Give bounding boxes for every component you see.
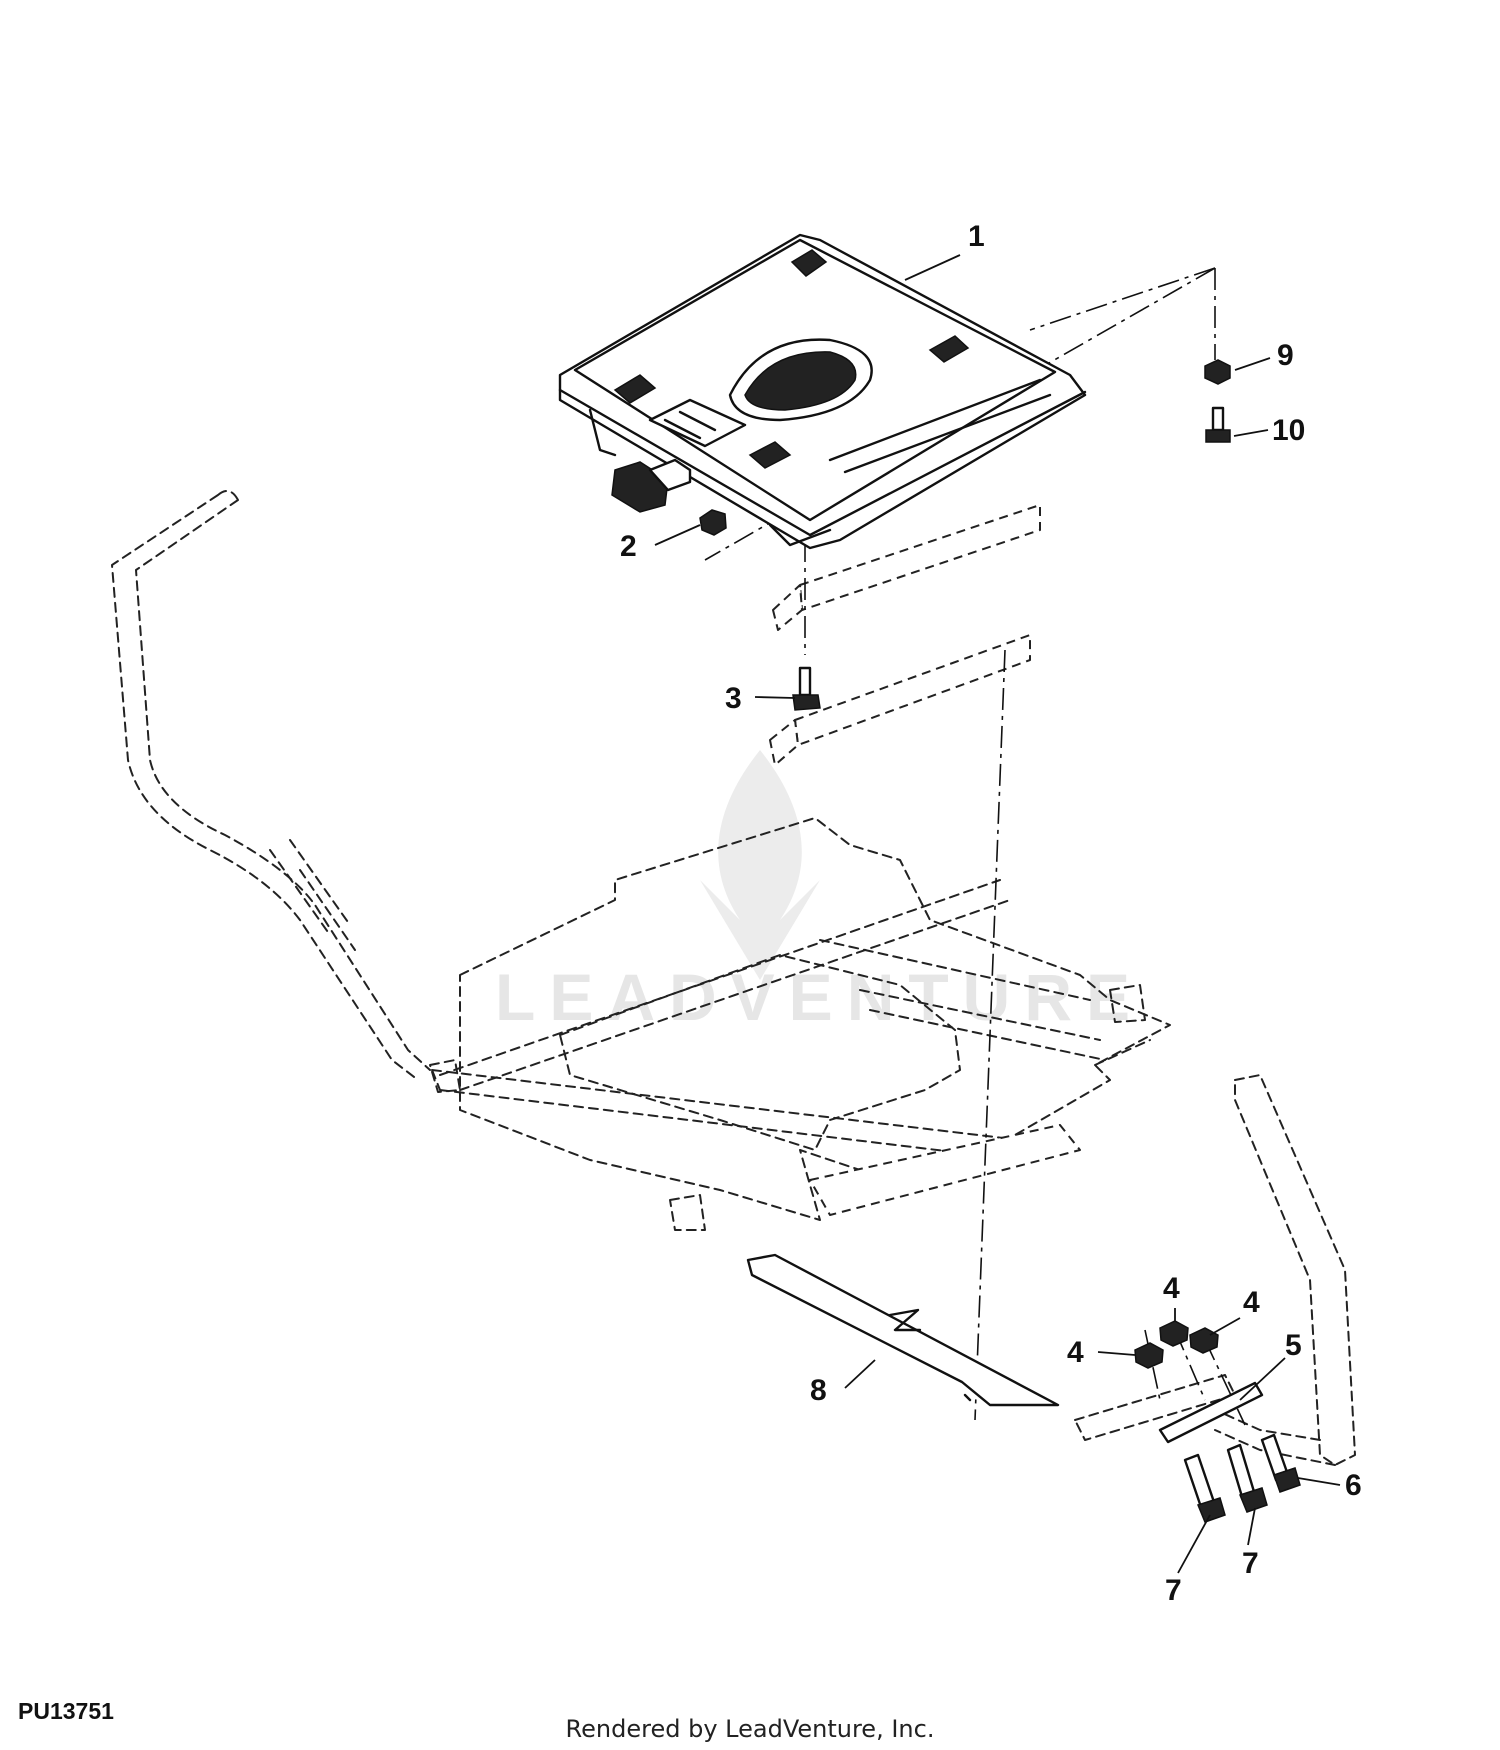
right-handle-lower <box>1214 1411 1336 1466</box>
seat-plate-tab-front <box>768 523 832 547</box>
frame-right-rail <box>819 939 1151 1066</box>
callout-4-left: 4 <box>1067 1336 1084 1369</box>
callout-6: 6 <box>1345 1469 1362 1502</box>
seat-plate <box>558 233 1087 550</box>
seat-plate-slot-front <box>748 441 792 469</box>
seat-plate-slot-right <box>928 335 970 363</box>
frame-pivot-rear <box>669 1194 706 1231</box>
footer-credit: Rendered by LeadVenture, Inc. <box>565 1715 935 1743</box>
watermark: LEADVENTURE <box>495 750 1144 1034</box>
part-3-bolt <box>792 666 821 711</box>
diagram-id-code: PU13751 <box>18 1698 114 1724</box>
seat-rail-lower <box>794 634 1031 746</box>
frame-pivot-left <box>429 1059 461 1093</box>
seat-platform-inner <box>559 954 961 1151</box>
seat-rail-upper-front <box>772 584 803 631</box>
callout-7-left: 7 <box>1165 1574 1182 1607</box>
seat-plate-slot-rear <box>790 249 828 277</box>
part-4-nut-b <box>1159 1320 1189 1347</box>
part-7-bolt-right-head <box>1238 1487 1268 1513</box>
watermark-logo-icon <box>700 750 820 980</box>
callout-9: 9 <box>1277 339 1294 372</box>
callout-10: 10 <box>1272 414 1305 447</box>
phantom-frame <box>111 490 1356 1466</box>
left-handle-tube <box>111 490 431 1081</box>
part-5-bar <box>1158 1381 1264 1444</box>
latch-bracket <box>1074 1374 1236 1441</box>
seat-plate-center-grill <box>744 351 857 411</box>
frame-pivot-right <box>1109 984 1146 1023</box>
callout-4-right: 4 <box>1243 1286 1260 1319</box>
seat-adjust-shaft <box>648 458 692 492</box>
seat-plate-side-rail <box>828 378 1052 474</box>
part-8-plate <box>746 1253 1060 1407</box>
callout-4-middle: 4 <box>1163 1272 1180 1305</box>
assembly-centerlines <box>704 267 1246 1426</box>
watermark-text: LEADVENTURE <box>495 960 1144 1034</box>
seat-plate-edge <box>558 388 1087 537</box>
callout-7-right: 7 <box>1242 1547 1259 1580</box>
leader-lines <box>654 254 1341 1574</box>
part-7-bolt-left-head <box>1196 1497 1226 1523</box>
seat-rail-upper <box>799 504 1041 611</box>
frame-cross-rail <box>439 879 1011 1091</box>
part-4-nuts <box>1134 1320 1219 1369</box>
callout-2: 2 <box>620 530 637 563</box>
part-4-nut-a <box>1134 1342 1164 1369</box>
part-6-7-bolts <box>1183 1433 1301 1523</box>
frame-right-rear <box>809 1124 1081 1216</box>
callout-3: 3 <box>725 682 742 715</box>
part-6-bolt-head <box>1273 1467 1301 1493</box>
callout-1: 1 <box>968 220 985 253</box>
seat-rail-lower-front <box>769 719 799 766</box>
callout-5: 5 <box>1285 1329 1302 1362</box>
frame-rear-rail <box>431 1069 1021 1161</box>
left-handle-grip <box>269 839 356 951</box>
seat-plate-tab-left <box>588 408 617 457</box>
part-4-nut-c <box>1189 1327 1219 1354</box>
callouts: 1 2 3 4 4 4 5 6 7 7 8 9 10 <box>620 220 1362 1607</box>
part-9-nut <box>1204 359 1231 385</box>
seat-platform-outer <box>459 817 1171 1221</box>
part-2-nut <box>699 509 727 536</box>
seat-plate-label-lines <box>663 410 717 440</box>
right-handle-tube <box>1234 1074 1356 1466</box>
seat-plate-slot-left <box>613 374 657 404</box>
callout-8: 8 <box>810 1374 827 1407</box>
seat-plate-label <box>648 398 747 448</box>
part-10-bolt <box>1205 406 1231 443</box>
